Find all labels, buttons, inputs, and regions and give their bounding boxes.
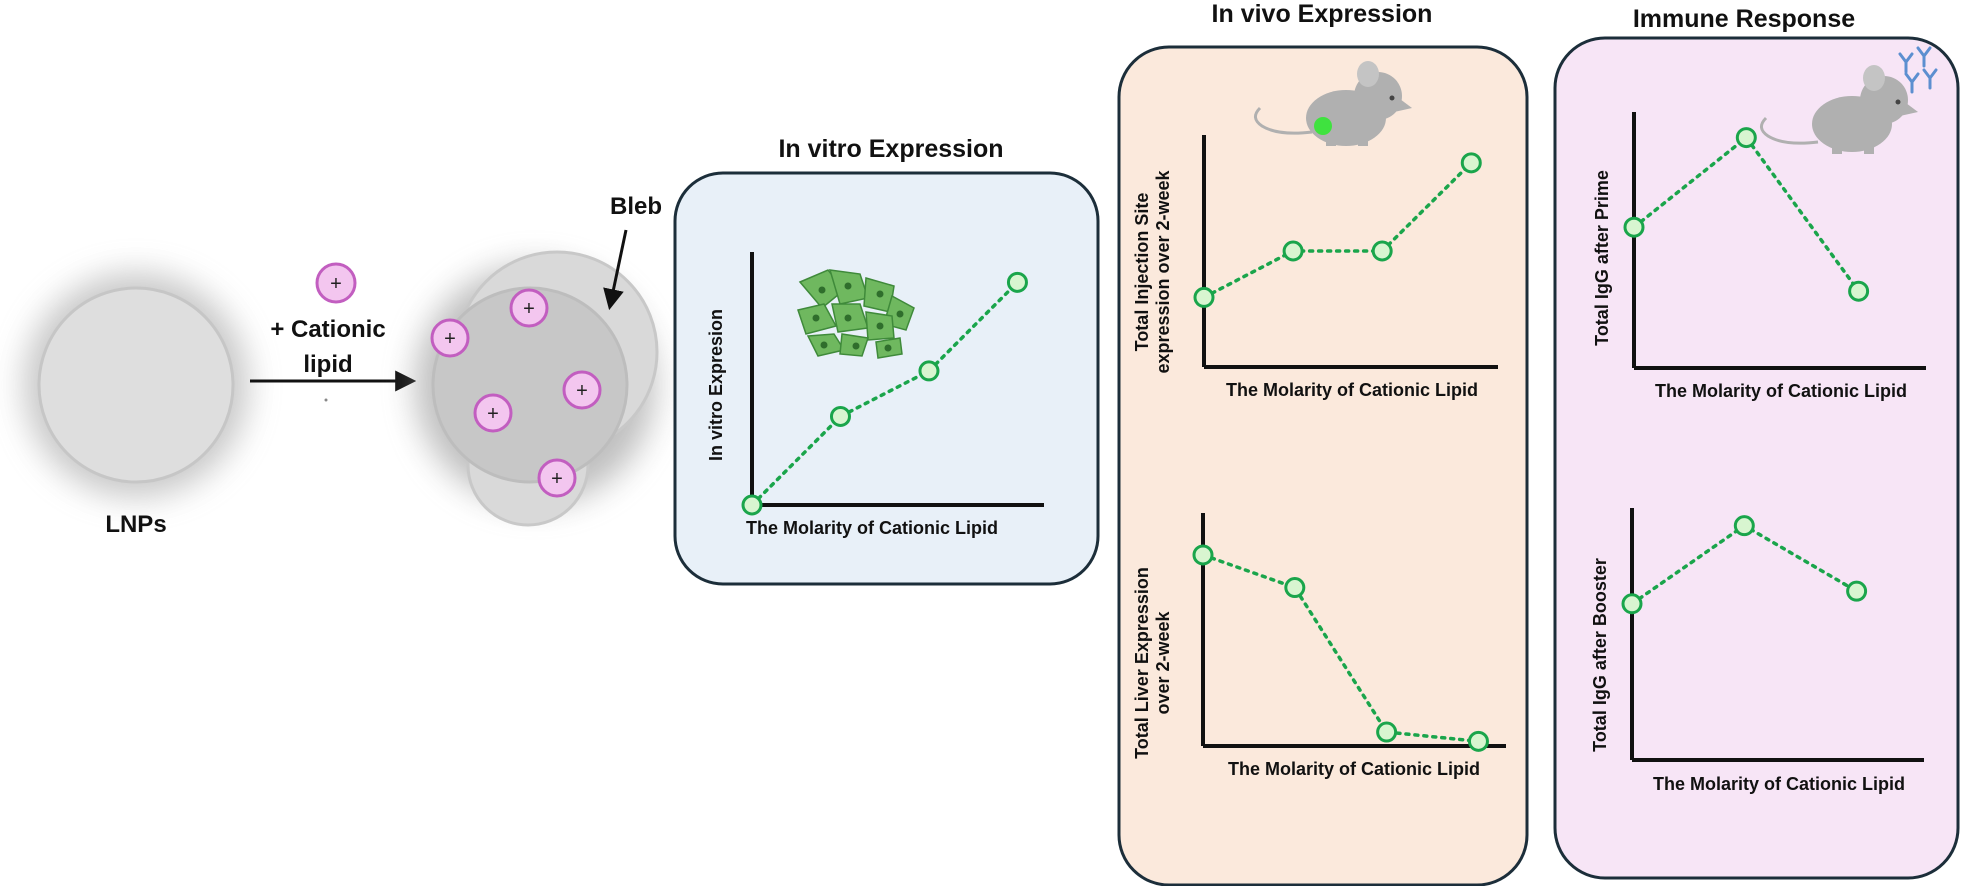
data-point [829, 405, 851, 427]
plus-symbol: + [576, 380, 588, 402]
data-point [1460, 152, 1482, 174]
data-point [741, 494, 763, 516]
series-line [1621, 515, 1868, 615]
cationic-lipid-marker [509, 288, 549, 328]
data-point [1733, 515, 1755, 537]
immune-title: Immune Response [1633, 5, 1855, 33]
y-axis-label-line1: Total Injection Site [1132, 193, 1152, 352]
y-axis-label-line1: Total Liver Expression [1132, 567, 1152, 759]
plus-symbol: + [444, 328, 456, 350]
dot-decoration [324, 398, 328, 402]
series-line-path [750, 280, 1020, 507]
x-axis-label: The Molarity of Cationic Lipid [1655, 381, 1907, 401]
chart-in-vitro-expression: The Molarity of Cationic Lipid In vitro … [706, 252, 1044, 538]
y-axis-label-line2: expression over 2-week [1153, 169, 1173, 373]
data-point [1192, 544, 1214, 566]
cationic-lipid-markers: + + + + + [430, 288, 602, 498]
y-axis-label: Total IgG after Booster [1590, 558, 1610, 752]
cationic-lipid-marker [473, 393, 513, 433]
chart-igg-after-booster: The Molarity of Cationic Lipid Total IgG… [1590, 508, 1924, 794]
y-axis-label: In vitro Expresion [706, 309, 726, 461]
plus-symbol: + [330, 273, 342, 295]
cationic-lipid-icon: + [315, 262, 357, 304]
immune-panel [1553, 36, 1960, 880]
data-point [1848, 280, 1870, 302]
in-vivo-panel [1117, 45, 1529, 886]
x-axis-label: The Molarity of Cationic Lipid [746, 518, 998, 538]
x-axis-label: The Molarity of Cationic Lipid [1653, 774, 1905, 794]
mouse-icon [1760, 65, 1918, 154]
chart-injection-site-expression: The Molarity of Cationic Lipid Total Inj… [1132, 135, 1498, 400]
cationic-lipid-marker [537, 458, 577, 498]
series-line [1192, 544, 1489, 752]
lnp-label: LNPs [105, 511, 166, 538]
cationic-label-line2: lipid [303, 351, 352, 378]
data-point [1376, 721, 1398, 743]
plus-symbol: + [551, 468, 563, 490]
chart-igg-after-prime: The Molarity of Cationic Lipid Total IgG… [1592, 112, 1926, 401]
chart-liver-expression: The Molarity of Cationic Lipid Total Liv… [1132, 513, 1506, 779]
cells-icon [797, 269, 915, 359]
data-point [1282, 240, 1304, 262]
y-axis-label-line2: over 2-week [1153, 610, 1173, 714]
cationic-lipid-marker [562, 370, 602, 410]
in-vitro-panel [673, 171, 1100, 586]
data-point [1846, 580, 1868, 602]
plus-symbol: + [487, 403, 499, 425]
series-line-path [1201, 553, 1481, 744]
cationic-label-line1: + Cationic [270, 316, 385, 343]
data-point [1735, 127, 1757, 149]
in-vivo-title: In vivo Expression [1212, 0, 1433, 28]
y-axis-label: Total IgG after Prime [1592, 170, 1612, 346]
data-point [1467, 730, 1489, 752]
series-line-path [1202, 161, 1474, 300]
mouse-icon [1254, 61, 1412, 146]
bleb-arrow [603, 229, 628, 311]
x-axis-label: The Molarity of Cationic Lipid [1226, 380, 1478, 400]
in-vitro-title: In vitro Expression [778, 135, 1003, 163]
data-point [918, 360, 940, 382]
antibody-icon [1898, 46, 1938, 94]
injection-site-glow-icon [1314, 117, 1332, 135]
plus-symbol: + [523, 298, 535, 320]
lnp-particle [24, 273, 248, 497]
data-point [1621, 593, 1643, 615]
cationic-lipid-marker [430, 318, 470, 358]
series-line [741, 271, 1028, 516]
series-line [1623, 127, 1870, 302]
data-point [1193, 286, 1215, 308]
bleb-label: Bleb [610, 193, 662, 220]
x-axis-label: The Molarity of Cationic Lipid [1228, 759, 1480, 779]
series-line [1193, 152, 1482, 308]
data-point [1284, 577, 1306, 599]
data-point [1623, 216, 1645, 238]
data-point [1371, 240, 1393, 262]
data-point [1006, 271, 1028, 293]
